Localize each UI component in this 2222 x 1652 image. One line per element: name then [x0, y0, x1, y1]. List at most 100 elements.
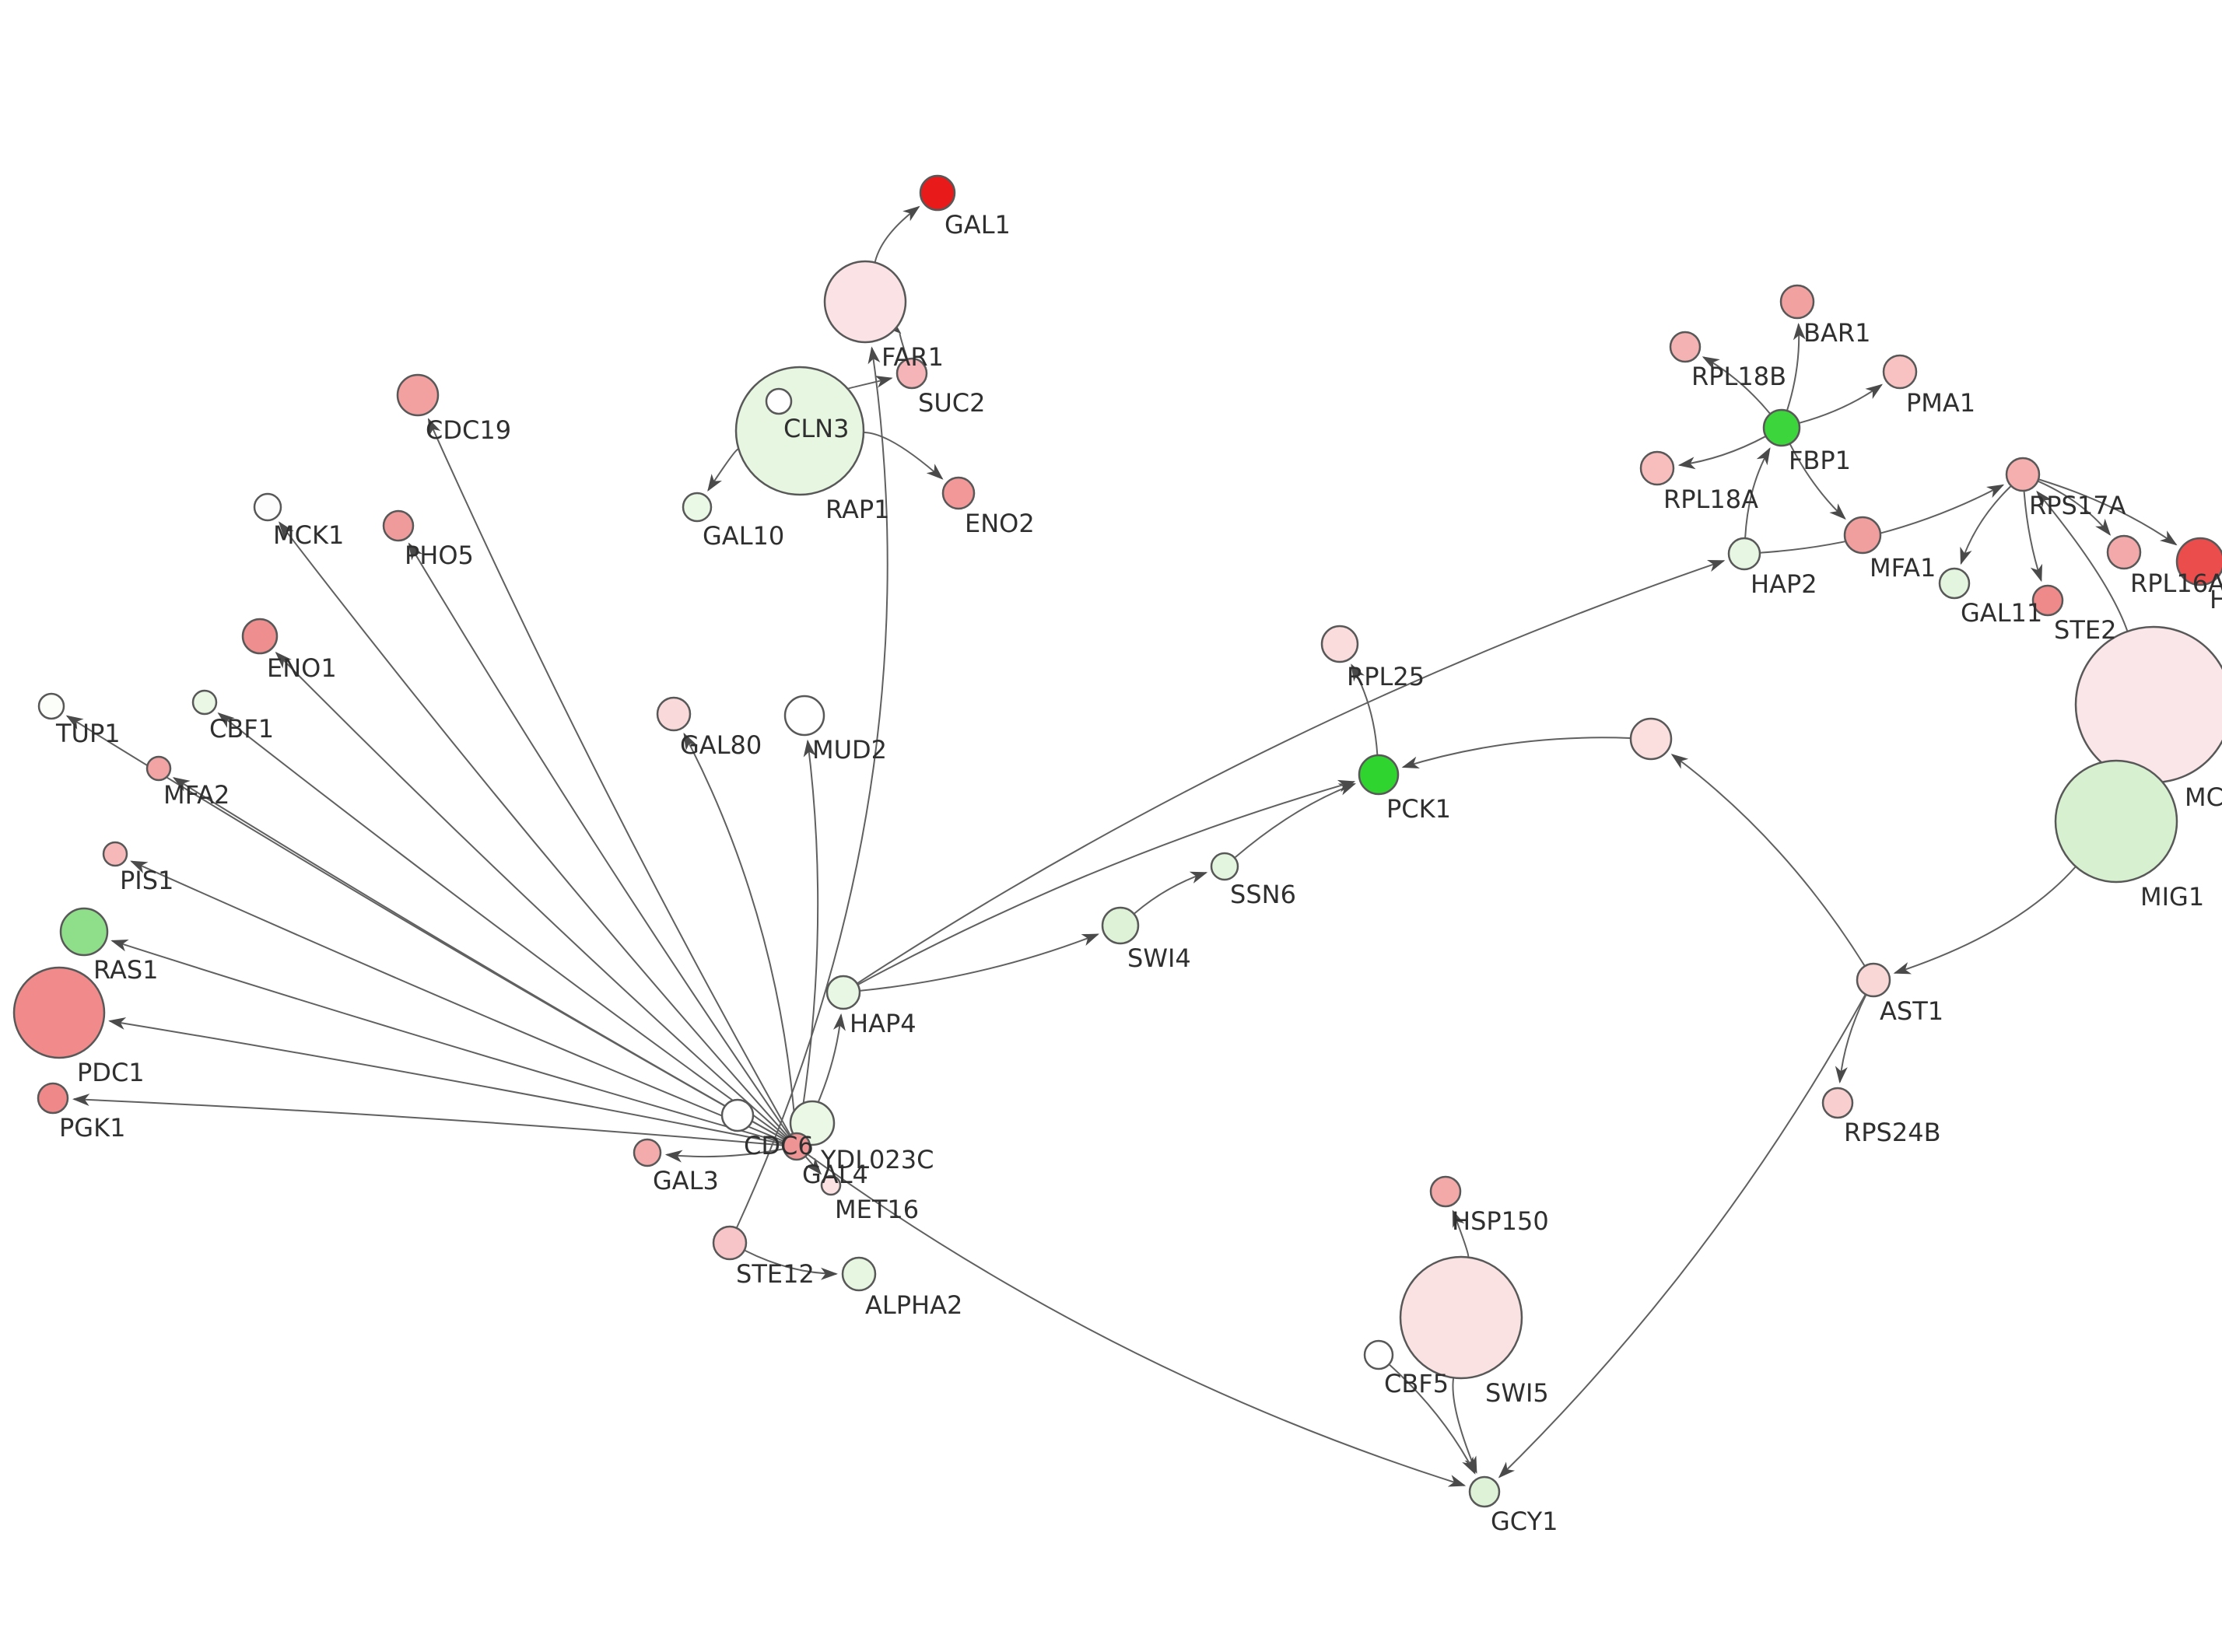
node-gal1[interactable]: [919, 174, 956, 212]
node-ste12[interactable]: [712, 1225, 748, 1261]
node-swi4[interactable]: [1101, 906, 1140, 945]
node-ras1[interactable]: [59, 907, 109, 957]
node-cdc19[interactable]: [396, 373, 440, 417]
edge-hap4-swi4[interactable]: [860, 933, 1099, 992]
edge-gal4-cdc19[interactable]: [427, 418, 791, 1135]
node-gal4[interactable]: [782, 1132, 811, 1161]
node-gcy1[interactable]: [1468, 1475, 1501, 1508]
node-pck1[interactable]: [1358, 754, 1400, 796]
edge-pck1-rpl25[interactable]: [1351, 663, 1379, 755]
edge-ast1-gcy1[interactable]: [1498, 994, 1866, 1479]
edge-ssn6-pck1[interactable]: [1235, 782, 1357, 859]
node-gal80[interactable]: [656, 696, 692, 732]
edge-hap2-fbp1[interactable]: [1744, 447, 1771, 538]
edge-fbp1-bar1[interactable]: [1786, 322, 1806, 411]
node-mcm1[interactable]: [2074, 625, 2222, 784]
node-rpl18b[interactable]: [1669, 331, 1702, 363]
edge-node_a-pck1[interactable]: [1401, 737, 1631, 769]
node-alpha2[interactable]: [841, 1256, 877, 1292]
edge-rap1-suc2[interactable]: [847, 376, 893, 390]
node-met16[interactable]: [820, 1174, 842, 1196]
node-his4[interactable]: [2175, 537, 2222, 586]
node-ste2[interactable]: [2031, 584, 2064, 617]
edge-ast1-rps24b[interactable]: [1835, 995, 1867, 1084]
edge-gal4-met16[interactable]: [805, 1156, 822, 1175]
edge-rap1-gal10[interactable]: [707, 448, 738, 492]
node-pma1[interactable]: [1882, 354, 1918, 390]
node-gal3[interactable]: [633, 1138, 662, 1167]
edge-gal4-pdc1[interactable]: [108, 1017, 783, 1145]
node-label-alpha2: ALPHA2: [865, 1290, 962, 1320]
edge-gal4-pho5[interactable]: [408, 542, 790, 1136]
edge-mig1-ast1[interactable]: [1893, 866, 2077, 975]
edge-gal4-mck1[interactable]: [278, 521, 788, 1137]
node-node_a[interactable]: [1629, 717, 1673, 761]
node-gal10[interactable]: [682, 492, 713, 523]
edge-fbp1-rpl18b[interactable]: [1702, 356, 1771, 415]
node-swi5[interactable]: [1399, 1255, 1523, 1380]
edge-fbp1-pma1[interactable]: [1799, 383, 1884, 424]
edge-ste12-far1[interactable]: [736, 346, 888, 1228]
edge-gal4-eno1[interactable]: [275, 651, 787, 1138]
node-hap2[interactable]: [1727, 537, 1761, 571]
node-rpl16a[interactable]: [2106, 534, 2142, 570]
edge-gal4-ras1[interactable]: [110, 940, 783, 1144]
edge-suc2-far1[interactable]: [884, 317, 908, 359]
node-cbf1[interactable]: [191, 689, 218, 716]
edge-swi5-gcy1[interactable]: [1452, 1378, 1477, 1474]
node-pho5[interactable]: [382, 509, 415, 542]
node-cdc6[interactable]: [720, 1098, 755, 1132]
node-suc2[interactable]: [895, 357, 928, 390]
edge-far1-gal1[interactable]: [874, 205, 920, 262]
node-cbf5[interactable]: [1363, 1339, 1394, 1370]
edge-gal4-mud2[interactable]: [797, 739, 819, 1133]
edge-rps17a-his4[interactable]: [2038, 478, 2178, 546]
node-rpl25[interactable]: [1320, 625, 1359, 663]
edge-swi4-ssn6[interactable]: [1134, 871, 1208, 915]
node-far1[interactable]: [823, 260, 907, 344]
edge-swi5-hsp150[interactable]: [1452, 1209, 1470, 1257]
edge-hap4-hap2[interactable]: [857, 559, 1726, 984]
node-ast1[interactable]: [1856, 962, 1891, 998]
node-cln3[interactable]: [765, 387, 793, 415]
edge-gal4-mfa2[interactable]: [172, 777, 785, 1141]
node-pgk1[interactable]: [37, 1082, 69, 1115]
node-tup1[interactable]: [37, 692, 65, 720]
node-rpl18a[interactable]: [1639, 450, 1675, 486]
edge-gal4-gcy1[interactable]: [808, 1153, 1467, 1487]
node-gal11[interactable]: [1938, 567, 1971, 600]
edge-ast1-node_a[interactable]: [1670, 754, 1866, 966]
node-rps17a[interactable]: [2005, 457, 2041, 492]
edge-mcm1-rps17a[interactable]: [2036, 490, 2129, 632]
node-eno1[interactable]: [241, 618, 279, 655]
edge-gal4-pgk1[interactable]: [72, 1094, 783, 1146]
node-mig1[interactable]: [2054, 759, 2178, 884]
edge-rps17a-rpl16a[interactable]: [2038, 480, 2112, 536]
node-ssn6[interactable]: [1210, 852, 1239, 881]
edge-rps17a-gal11[interactable]: [1960, 485, 2011, 565]
edge-cbf5-gcy1[interactable]: [1389, 1363, 1476, 1475]
node-pis1[interactable]: [102, 841, 128, 867]
edge-fbp1-mfa1[interactable]: [1789, 443, 1846, 520]
edge-rap1-eno2[interactable]: [864, 431, 944, 480]
node-rps24b[interactable]: [1821, 1087, 1854, 1119]
node-eno2[interactable]: [941, 476, 976, 510]
node-mud2[interactable]: [783, 695, 825, 737]
node-fbp1[interactable]: [1762, 408, 1801, 447]
node-mfa2[interactable]: [145, 755, 172, 782]
edge-rps17a-ste2[interactable]: [2023, 491, 2043, 583]
edge-gal4-cbf1[interactable]: [217, 712, 786, 1139]
edge-gal4-gal80[interactable]: [683, 732, 797, 1133]
node-hsp150[interactable]: [1429, 1175, 1462, 1208]
edge-ste12-alpha2[interactable]: [745, 1250, 838, 1280]
node-hap4[interactable]: [825, 975, 861, 1010]
node-pdc1[interactable]: [12, 966, 106, 1059]
node-bar1[interactable]: [1779, 284, 1815, 320]
edge-hap2-rps17a[interactable]: [1760, 484, 2005, 554]
node-mck1[interactable]: [253, 492, 282, 522]
edge-fbp1-rpl18a[interactable]: [1677, 436, 1766, 470]
edge-hap4-pck1[interactable]: [857, 779, 1356, 985]
node-mfa1[interactable]: [1843, 516, 1882, 555]
edge-gal4-pis1[interactable]: [130, 860, 784, 1143]
